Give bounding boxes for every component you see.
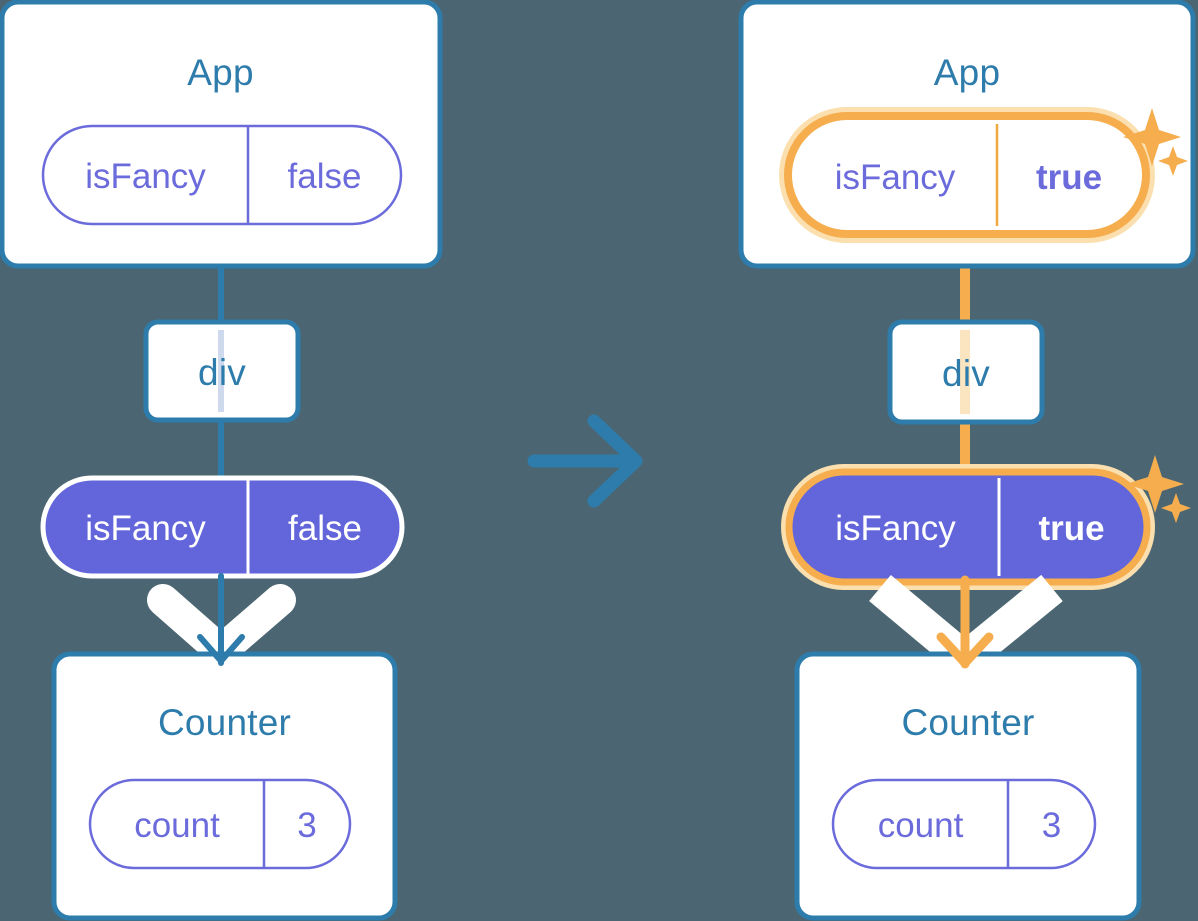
app-state-pill-left-body (41, 124, 403, 226)
arrow-to-counter-right (936, 575, 994, 669)
app-state-pill-right-ring (784, 112, 1150, 238)
sparkle-small-icon-prop (1161, 493, 1191, 523)
app-state-pill-right[interactable] (779, 107, 1155, 243)
sparkle-large-icon-app (1123, 108, 1181, 166)
sparkle-icon-app (1123, 108, 1188, 176)
arrow-to-counter-left (197, 573, 245, 666)
sparkle-large-icon-prop (1126, 455, 1184, 513)
counter-state-pill-left[interactable] (88, 778, 352, 870)
arrow-right-icon (527, 414, 643, 508)
arrow-to-counter-right-head (936, 632, 994, 668)
arrow-right-icon-head (587, 414, 643, 508)
sparkle-icon-prop (1126, 455, 1191, 523)
app-state-pill-left[interactable] (41, 124, 403, 226)
sparkle-small-icon-app (1158, 146, 1188, 176)
counter-state-pill-right[interactable] (831, 778, 1097, 870)
counter-state-pill-left-body (88, 778, 352, 870)
white-chevron-left (147, 584, 296, 667)
white-chevron-left-stroke-b (205, 584, 296, 667)
counter-state-pill-right-body (831, 778, 1097, 870)
arrow-to-counter-left-head (197, 634, 245, 664)
